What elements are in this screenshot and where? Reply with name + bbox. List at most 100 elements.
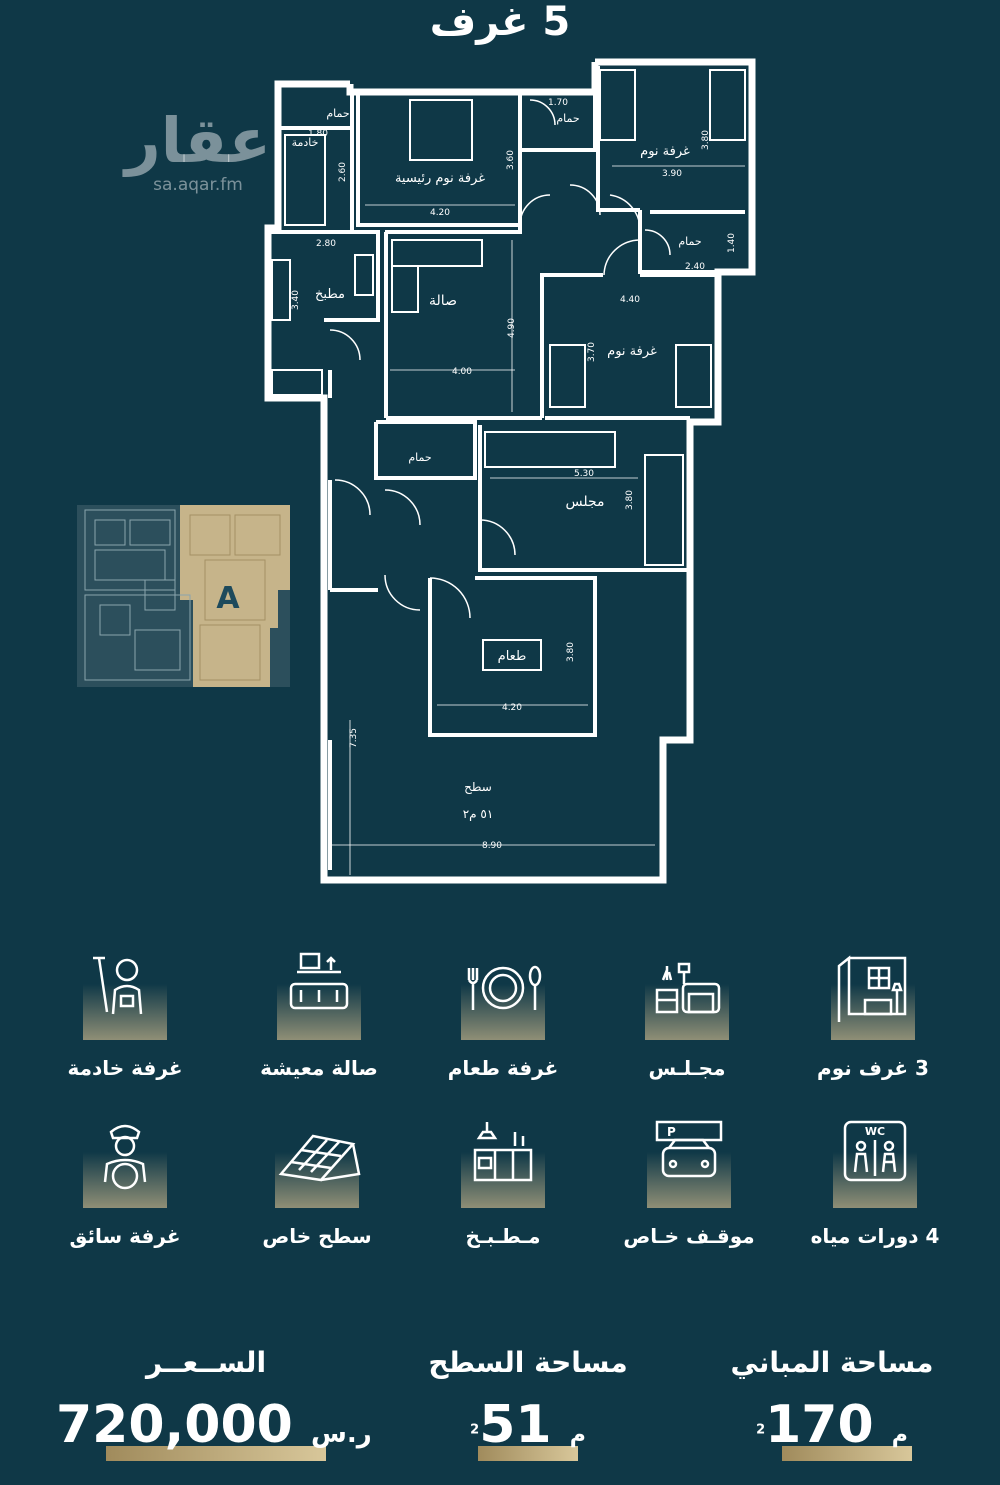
bedroom-icon — [825, 950, 921, 1042]
stat-underline — [782, 1446, 912, 1461]
room-label-maid: خادمة — [292, 136, 319, 149]
dining-icon — [455, 950, 551, 1042]
dim-label: 2.40 — [685, 262, 705, 272]
dim-label: 1.70 — [548, 98, 568, 108]
wc-icon: WC — [827, 1118, 923, 1210]
dim-label: 3.60 — [506, 150, 516, 170]
feature-label: غرفة خادمة — [67, 1056, 183, 1080]
roof-area-value: 51 — [479, 1395, 552, 1455]
dim-label: 1.80 — [308, 129, 328, 139]
room-label-kitchen: مطبخ — [315, 287, 345, 302]
features-grid: 3 غرف نوم مجـلـس — [0, 930, 1000, 1270]
watermark-brand: عقار — [125, 104, 271, 177]
svg-text:WC: WC — [865, 1125, 885, 1138]
feature-label: غرفة طعام — [447, 1056, 559, 1080]
feature-label: مـطـبـخ — [465, 1224, 541, 1248]
feature-driver-room: غرفة سائق — [30, 1118, 220, 1248]
stat-underline — [106, 1446, 326, 1461]
dim-label: 8.90 — [482, 841, 502, 851]
feature-label: غرفة سائق — [69, 1224, 181, 1248]
dim-label: 4.90 — [507, 318, 517, 338]
dim-label: 4.40 — [620, 295, 640, 305]
room-label-bath-4: حمام — [408, 451, 431, 464]
feature-label: سطح خاص — [262, 1224, 372, 1248]
feature-parking: P موقـف خـاص — [594, 1118, 784, 1248]
dim-label: 3.40 — [291, 290, 301, 310]
dim-label: 4.00 — [452, 367, 472, 377]
room-label-majlis: مجلس — [565, 494, 604, 510]
feature-kitchen: مـطـبـخ — [408, 1118, 598, 1248]
feature-wc: WC 4 دورات مياه — [780, 1118, 970, 1248]
room-label-hall: صالة — [429, 293, 457, 309]
outer-wall-left — [264, 80, 350, 590]
room-label-bedroom-1: غرفة نوم — [640, 144, 690, 159]
key-plan: A — [77, 505, 290, 687]
feature-maid-room: غرفة خادمة — [30, 950, 220, 1080]
room-label-bath-2: حمام — [556, 112, 579, 125]
feature-label: صالة معيشة — [260, 1056, 378, 1080]
watermark-logo: عقار sa.aqar.fm — [118, 104, 278, 195]
dim-label: 1.40 — [727, 233, 737, 253]
dim-label: 5.30 — [574, 469, 594, 479]
dim-label: 3.70 — [587, 342, 597, 362]
dim-label: 7.35 — [349, 728, 359, 748]
page-title: 5 غرف — [429, 0, 571, 45]
roof-icon — [269, 1118, 365, 1210]
room-label-dining: طعام — [498, 649, 527, 664]
feature-label: 4 دورات مياه — [810, 1224, 940, 1248]
kitchen-icon — [455, 1118, 551, 1210]
key-plan-label: A — [216, 581, 240, 616]
maid-icon — [77, 950, 173, 1042]
dim-label: 2.60 — [338, 162, 348, 182]
plan-dimension-lines — [332, 165, 745, 875]
watermark-url: sa.aqar.fm — [153, 175, 243, 195]
room-label-master-bedroom: غرفة نوم رئيسية — [395, 171, 485, 186]
building-area-value: 170 — [765, 1395, 874, 1455]
stat-label: مساحة المباني — [730, 1346, 934, 1379]
outer-wall-right — [320, 58, 756, 884]
dim-label: 3.80 — [625, 490, 635, 510]
feature-majlis: مجـلـس — [592, 950, 782, 1080]
floor-plan: حمام خادمة غرفة نوم رئيسية حمام غرفة نوم… — [77, 58, 756, 884]
driver-icon — [77, 1118, 173, 1210]
stat-label: الســعــر — [145, 1346, 267, 1379]
room-label-bath-1: حمام — [326, 107, 349, 120]
plan-walls — [264, 58, 756, 884]
feature-living-room: صالة معيشة — [224, 950, 414, 1080]
riyal-icon: ر.س — [310, 1419, 372, 1449]
plan-doors — [329, 99, 671, 619]
dim-label: 4.20 — [502, 703, 522, 713]
stat-price: الســعــر ر.س 720,000 — [56, 1346, 372, 1466]
room-label-roof-area: ٥١ م٢ — [463, 807, 494, 821]
room-label-bedroom-2: غرفة نوم — [607, 344, 657, 359]
stat-label: مساحة السطح — [428, 1346, 628, 1379]
svg-text:P: P — [667, 1125, 676, 1139]
outer-wall-top — [346, 62, 599, 96]
dim-label: 2.80 — [316, 239, 336, 249]
stat-value: ر.س 720,000 — [56, 1395, 372, 1463]
living-room-icon — [271, 950, 367, 1042]
dim-label: 3.90 — [662, 169, 682, 179]
room-label-roof: سطح — [464, 780, 492, 794]
feature-dining: غرفة طعام — [408, 950, 598, 1080]
feature-label: 3 غرف نوم — [817, 1056, 929, 1080]
dim-label: 3.80 — [566, 642, 576, 662]
parking-icon: P — [641, 1118, 737, 1210]
dim-label: 3.80 — [701, 130, 711, 150]
feature-label: موقـف خـاص — [623, 1224, 755, 1248]
dim-label: 4.20 — [430, 208, 450, 218]
room-label-bath-3: حمام — [678, 235, 701, 248]
majlis-icon — [639, 950, 735, 1042]
feature-roof: سطح خاص — [222, 1118, 412, 1248]
feature-bedrooms: 3 غرف نوم — [778, 950, 968, 1080]
plan-inner-walls — [270, 62, 746, 870]
feature-label: مجـلـس — [648, 1056, 726, 1080]
stat-underline — [478, 1446, 578, 1461]
price-value: 720,000 — [56, 1395, 293, 1455]
